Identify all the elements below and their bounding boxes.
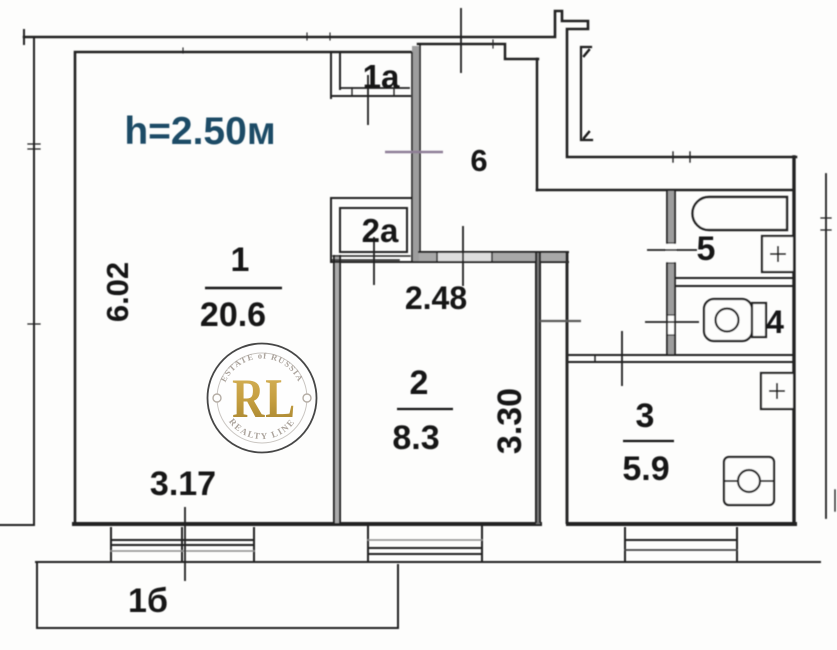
svg-text:3.30: 3.30: [491, 388, 529, 454]
svg-text:2a: 2a: [362, 212, 399, 249]
svg-text:6.02: 6.02: [100, 262, 135, 322]
svg-text:2: 2: [410, 364, 429, 402]
svg-text:8.3: 8.3: [392, 419, 439, 457]
svg-text:20.6: 20.6: [200, 296, 266, 334]
svg-text:1б: 1б: [128, 582, 168, 620]
svg-text:5.9: 5.9: [622, 450, 669, 488]
svg-text:2.48: 2.48: [405, 280, 467, 316]
svg-text:4: 4: [766, 304, 784, 340]
svg-text:1: 1: [231, 241, 250, 279]
svg-text:h=2.50м: h=2.50м: [124, 110, 275, 153]
svg-text:3: 3: [636, 397, 655, 435]
svg-text:1a: 1a: [363, 58, 400, 95]
svg-text:5: 5: [697, 230, 716, 268]
svg-text:3.17: 3.17: [150, 465, 216, 503]
svg-text:RL: RL: [232, 367, 296, 429]
svg-text:6: 6: [470, 143, 487, 178]
